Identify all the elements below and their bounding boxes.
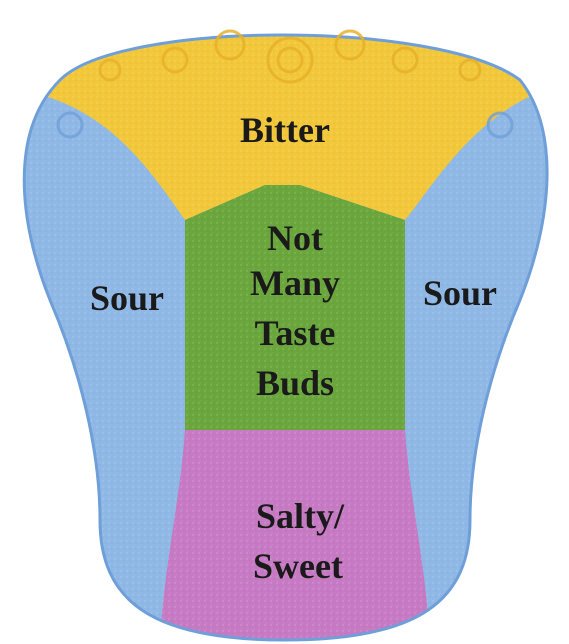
- center-label-line-3: Taste: [255, 313, 336, 353]
- center-label-line-2: Many: [250, 263, 340, 303]
- center-label-line-4: Buds: [256, 363, 334, 403]
- salty-sweet-label-line-2: Sweet: [253, 546, 343, 586]
- salty-sweet-label-line-1: Salty/: [256, 496, 345, 536]
- sour-right-label: Sour: [423, 273, 497, 313]
- bitter-label: Bitter: [240, 110, 330, 150]
- center-label-line-1: Not: [267, 218, 323, 258]
- sour-left-label: Sour: [90, 278, 164, 318]
